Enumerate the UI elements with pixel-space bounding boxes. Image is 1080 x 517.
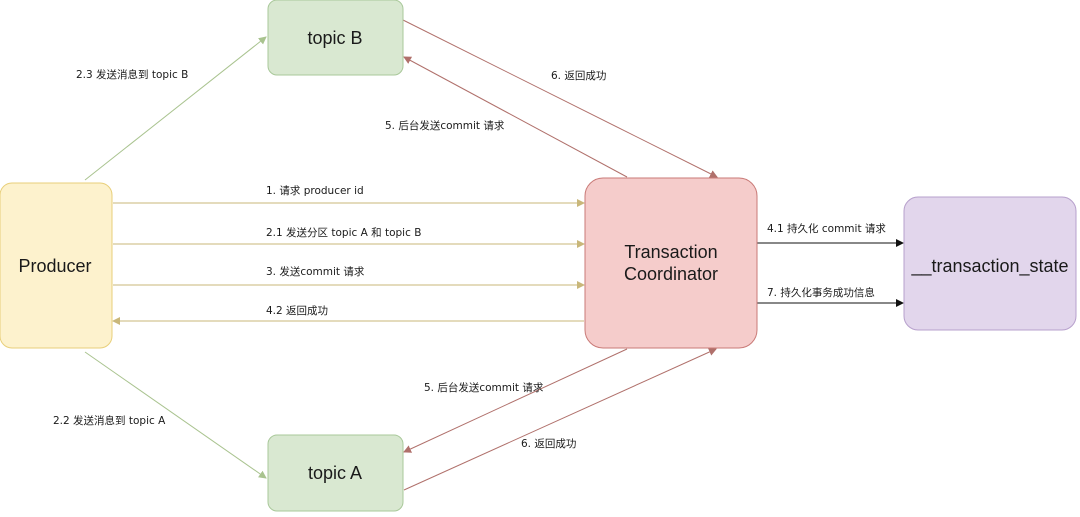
edge-label-4-2: 4.2 返回成功 [266, 305, 328, 317]
topic-a-node[interactable]: topic A [267, 434, 404, 512]
edge-label-2-2: 2.2 发送消息到 topic A [53, 414, 166, 427]
transaction-coordinator-node[interactable]: Transaction Coordinator [584, 177, 758, 349]
edge-label-3: 3. 发送commit 请求 [266, 265, 365, 278]
topic-b-node[interactable]: topic B [267, 0, 404, 76]
edge-labels: 2.3 发送消息到 topic B 2.2 发送消息到 topic A 1. 请… [53, 68, 886, 450]
transaction-state-label: __transaction_state [910, 256, 1068, 277]
producer-box [0, 182, 113, 349]
producer-label: Producer [18, 256, 91, 276]
edge-label-1: 1. 请求 producer id [266, 184, 364, 197]
transaction-coordinator-label-line1: Transaction [624, 242, 717, 262]
edge-label-5-bottom: 5. 后台发送commit 请求 [424, 381, 544, 394]
edge-5-bottom-arrow [403, 348, 628, 453]
edge-label-7: 7. 持久化事务成功信息 [767, 286, 875, 299]
edge-label-5-top: 5. 后台发送commit 请求 [385, 119, 505, 132]
edges [84, 19, 904, 491]
edge-label-2-3: 2.3 发送消息到 topic B [76, 68, 188, 81]
topic-a-box [267, 434, 404, 512]
edge-2-3-arrow [84, 36, 267, 181]
edge-label-6-top: 6. 返回成功 [551, 70, 606, 82]
edge-6-bottom-arrow [403, 348, 717, 491]
edge-5-top-arrow [403, 56, 628, 178]
edge-6-top-arrow [402, 19, 718, 178]
edge-2-2-arrow [84, 351, 267, 479]
producer-node[interactable]: Producer [0, 182, 113, 349]
edge-label-2-1: 2.1 发送分区 topic A 和 topic B [266, 226, 421, 239]
edge-label-4-1: 4.1 持久化 commit 请求 [767, 222, 886, 235]
topic-b-box [267, 0, 404, 76]
edge-label-6-bottom: 6. 返回成功 [521, 438, 576, 450]
transaction-state-box [903, 196, 1077, 331]
transaction-coordinator-box [584, 177, 758, 349]
transaction-state-node[interactable]: __transaction_state [903, 196, 1077, 331]
topic-b-label: topic B [307, 28, 362, 48]
topic-a-label: topic A [308, 463, 362, 483]
transaction-coordinator-label-line2: Coordinator [624, 264, 718, 284]
